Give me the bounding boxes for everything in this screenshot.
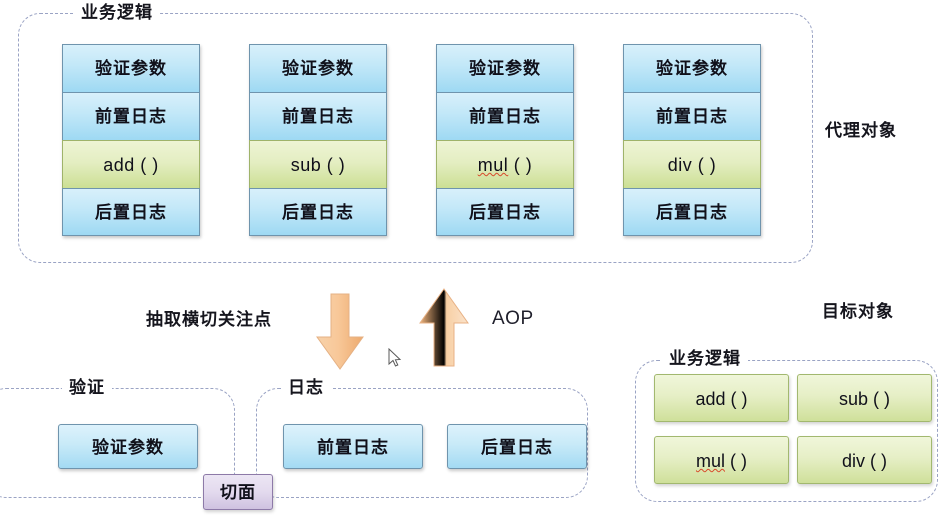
misspelled-token: mul	[695, 451, 725, 471]
method-parens: ( )	[508, 155, 533, 175]
proxy-cell-method: sub ( )	[249, 140, 387, 188]
target-method-sub: sub ( )	[797, 374, 932, 422]
proxy-cell-after-log: 后置日志	[249, 188, 387, 236]
proxy-cell-before-log: 前置日志	[249, 92, 387, 140]
proxy-object-container	[18, 13, 813, 263]
logging-container	[256, 388, 588, 498]
proxy-column-sub: 验证参数 前置日志 sub ( ) 后置日志	[249, 44, 387, 236]
before-log-box: 前置日志	[283, 424, 423, 469]
proxy-cell-after-log: 后置日志	[436, 188, 574, 236]
logging-group-label: 日志	[281, 378, 331, 398]
target-group-label: 业务逻辑	[662, 349, 748, 369]
proxy-cell-method: mul ( )	[436, 140, 574, 188]
proxy-cell-before-log: 前置日志	[436, 92, 574, 140]
target-business-logic-container	[635, 360, 938, 502]
aop-label: AOP	[492, 308, 534, 329]
proxy-cell-validate: 验证参数	[436, 44, 574, 92]
proxy-cell-before-log: 前置日志	[62, 92, 200, 140]
validation-param-box: 验证参数	[58, 424, 198, 469]
proxy-group-label: 业务逻辑	[74, 3, 160, 23]
proxy-object-side-label: 代理对象	[825, 121, 897, 140]
proxy-column-add: 验证参数 前置日志 add ( ) 后置日志	[62, 44, 200, 236]
mouse-cursor-icon	[388, 348, 402, 367]
method-parens: ( )	[725, 451, 747, 471]
validation-container	[0, 388, 235, 498]
proxy-cell-validate: 验证参数	[249, 44, 387, 92]
proxy-cell-after-log: 后置日志	[623, 188, 761, 236]
target-object-side-label: 目标对象	[822, 302, 894, 321]
proxy-cell-validate: 验证参数	[62, 44, 200, 92]
after-log-box: 后置日志	[447, 424, 587, 469]
proxy-cell-method: add ( )	[62, 140, 200, 188]
proxy-cell-before-log: 前置日志	[623, 92, 761, 140]
proxy-cell-validate: 验证参数	[623, 44, 761, 92]
down-arrow-icon	[316, 293, 364, 370]
proxy-cell-method: div ( )	[623, 140, 761, 188]
proxy-cell-after-log: 后置日志	[62, 188, 200, 236]
target-method-mul: mul ( )	[654, 436, 789, 484]
validation-group-label: 验证	[62, 378, 112, 398]
proxy-column-div: 验证参数 前置日志 div ( ) 后置日志	[623, 44, 761, 236]
target-method-div: div ( )	[797, 436, 932, 484]
target-method-add: add ( )	[654, 374, 789, 422]
misspelled-token: mul	[477, 155, 509, 175]
up-arrow-icon	[419, 288, 469, 367]
aspect-badge: 切面	[203, 474, 273, 510]
proxy-column-mul: 验证参数 前置日志 mul ( ) 后置日志	[436, 44, 574, 236]
extract-crosscutting-label: 抽取横切关注点	[146, 310, 272, 329]
